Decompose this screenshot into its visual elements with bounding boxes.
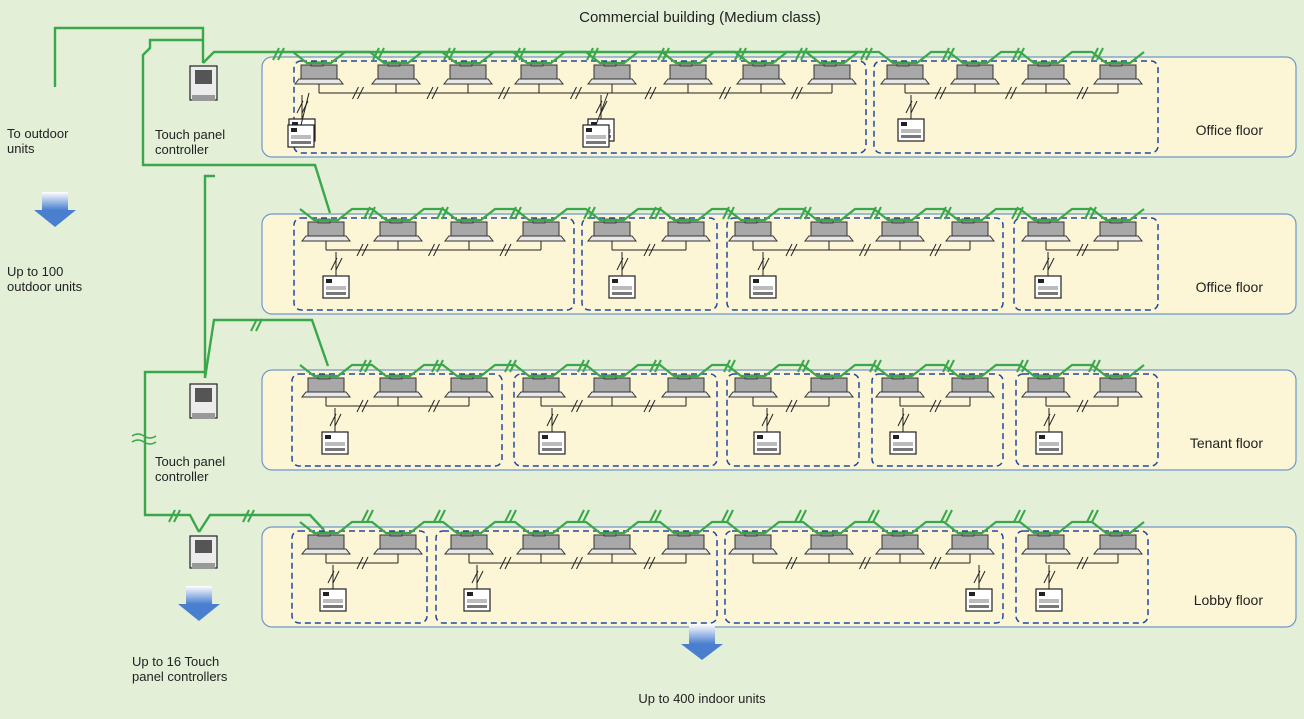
remote-controller [965,588,993,612]
floor-2: Office floor [293,206,1264,311]
zone-3-4 [871,373,1004,467]
floor-label-1: Office floor [1196,122,1264,138]
remote-controller [753,431,781,455]
indoor-unit [660,218,712,250]
floor1-to-floor2-line [141,38,332,214]
touch-panel-controller-2 [189,383,218,419]
outdoor-line [53,26,205,87]
indoor-unit [300,218,352,250]
zone-4-4 [1015,530,1149,624]
floor-label-4: Lobby floor [1194,592,1264,608]
remote-controller [321,431,349,455]
indoor-unit [660,374,712,406]
zone-2-1 [293,217,575,311]
floor-label-3: Tenant floor [1190,435,1263,451]
break-mark [131,433,157,445]
indoor-unit [515,531,567,563]
floor-3: Tenant floor [250,318,1263,467]
indoor-unit [949,61,1001,93]
zone-3-2 [513,373,718,467]
indoor-unit [944,531,996,563]
zone-4-2 [435,530,718,624]
indoor-unit [372,218,424,250]
touch-panel-limit-label: Up to 16 Touch panel controllers [132,654,228,684]
indoor-unit [874,218,926,250]
lower-riser [143,370,205,533]
touch-panel-controller-3 [189,535,218,569]
floor-panel-2 [261,213,1297,315]
floor-panel-3 [261,369,1297,471]
diagram-title: Commercial building (Medium class) [579,9,821,26]
touch-panels-arrow [178,586,220,621]
lobby-feed [197,513,325,533]
zone-4-1 [291,530,428,624]
signal-bus-floor-2 [299,207,1145,222]
zone-4-3 [724,530,1004,624]
floor-panels [261,56,1297,628]
remote-controller [889,431,917,455]
outdoor-limit-label: Up to 100 outdoor units [7,264,83,294]
floor-panel-4 [261,526,1297,628]
zone-2-3 [726,217,1004,311]
remote-controller-secondary [582,124,610,148]
middle-riser [203,174,215,378]
indoor-unit [803,374,855,406]
indoor-unit [727,531,779,563]
indoor-unit [442,61,494,93]
indoor-units-arrow [681,624,723,660]
indoor-unit [443,531,495,563]
remote-controller [322,275,350,299]
remote-controller [897,118,925,142]
zone-3-1 [291,373,503,467]
indoor-unit [513,61,565,93]
signal-bus-floor-1 [292,50,1145,65]
indoor-unit [515,218,567,250]
touch-panel-controller-1 [189,65,218,101]
mid-controller-feed [203,318,330,379]
floor-4: Lobby floor [168,509,1264,624]
remote-controller [463,588,491,612]
indoor-limit-label: Up to 400 indoor units [638,691,766,706]
outdoor-units-arrow [34,192,76,227]
to-outdoor-label: To outdoor units [7,126,72,156]
zone-1-2 [873,60,1159,154]
indoor-unit [515,374,567,406]
remote-controller [319,588,347,612]
touch-panel-label-top: Touch panel controller [155,127,229,157]
indoor-unit [735,61,787,93]
indoor-unit [879,61,931,93]
floor-1: Office floor [272,47,1264,154]
zone-1-1 [293,60,867,154]
zone-3-5 [1015,373,1159,467]
indoor-unit [727,218,779,250]
remote-controller [1035,588,1063,612]
remote-controller [749,275,777,299]
remote-controller [1034,275,1062,299]
zone-3-3 [726,373,860,467]
remote-controller [608,275,636,299]
floor-label-2: Office floor [1196,279,1264,295]
touch-panel-label-mid: Touch panel controller [155,454,229,484]
remote-controller [538,431,566,455]
remote-controller-secondary [287,124,315,148]
remote-controller [1035,431,1063,455]
indoor-unit [586,61,638,93]
